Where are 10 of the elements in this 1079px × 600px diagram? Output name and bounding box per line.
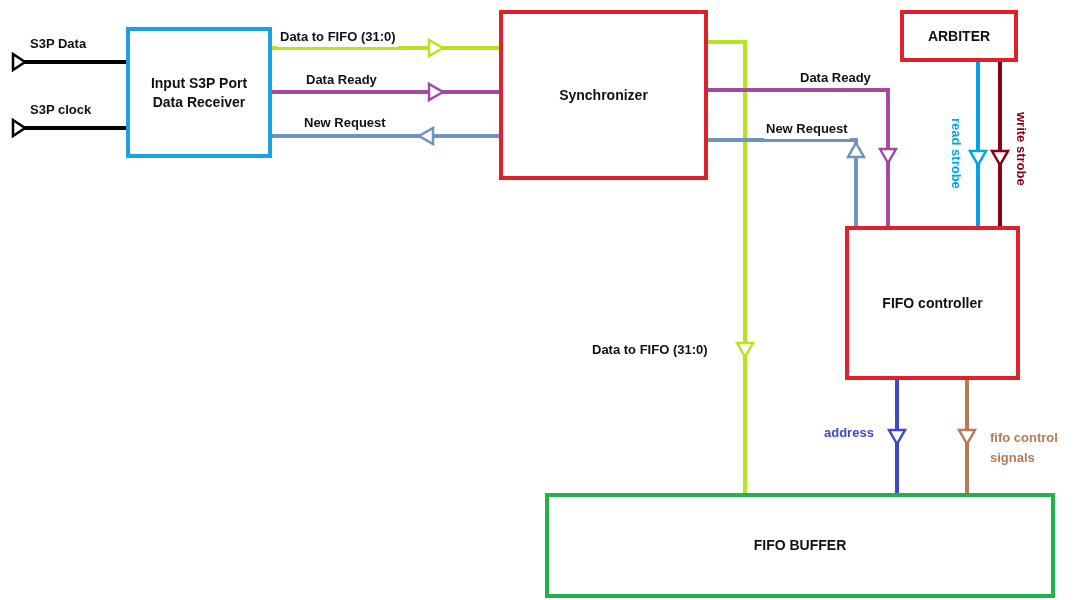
block-box	[499, 10, 708, 180]
block-box	[126, 27, 272, 158]
block-box	[845, 226, 1020, 380]
block-label: Input S3P Port Data Receiver	[149, 73, 249, 112]
block-label: ARBITER	[926, 26, 992, 46]
block-label: Synchronizer	[558, 85, 649, 105]
block-label: FIFO controller	[881, 293, 984, 313]
block-box	[545, 493, 1055, 598]
block-label: FIFO BUFFER	[752, 536, 848, 555]
block-box	[900, 10, 1018, 62]
